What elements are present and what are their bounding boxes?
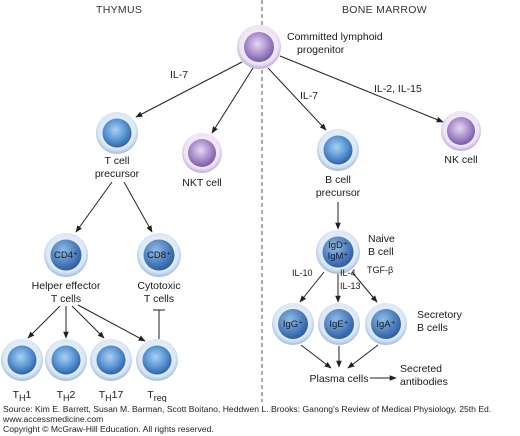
arrow-t-precursor-to-cd4 xyxy=(75,181,113,233)
ige-secretory-cell xyxy=(318,303,360,345)
cd4-helper-cell xyxy=(44,233,88,277)
plasma-cells-label: Plasma cells xyxy=(310,373,369,385)
arrow-helper-to-th17 xyxy=(71,305,105,339)
treg-cell xyxy=(136,339,178,381)
committed-lymphoid-label-line2: progenitor xyxy=(297,44,345,56)
th1-label: TH1 xyxy=(13,389,32,402)
footer-source: Source: Kim E. Barrett, Susan M. Barman,… xyxy=(3,404,492,414)
cytokine-il7-right: IL-7 xyxy=(300,90,318,102)
secreted-antibodies-label-line2: antibodies xyxy=(400,376,448,388)
cytotoxic-label-line1: Cytotoxic xyxy=(137,280,180,292)
arrow-naive-b-to-iga xyxy=(351,271,378,303)
th17-cell xyxy=(90,339,132,381)
secreted-antibodies-label-line1: Secreted xyxy=(400,363,442,375)
cytokine-il7-left: IL-7 xyxy=(170,69,188,81)
nk-cell-label: NK cell xyxy=(444,154,477,166)
cytokine-il13: IL-13 xyxy=(340,281,361,291)
cytokine-il10: IL-10 xyxy=(292,268,313,278)
footer-copyright: Copyright © McGraw-Hill Education. All r… xyxy=(3,424,214,434)
arrow-progenitor-to-b-precursor xyxy=(267,67,327,131)
naive-b-cell xyxy=(316,230,360,274)
region-thymus-label: THYMUS xyxy=(96,4,142,16)
t-cell-precursor-label-line2: precursor xyxy=(95,168,140,180)
cytotoxic-label-line2: T cells xyxy=(144,293,174,305)
committed-lymphoid-label-line1: Committed lymphoid xyxy=(287,31,383,43)
nk-cell xyxy=(441,111,481,151)
arrow-progenitor-to-nk xyxy=(279,55,444,123)
iga-secretory-cell xyxy=(365,303,407,345)
secretory-label-line2: B cells xyxy=(417,322,448,334)
igg-secretory-cell xyxy=(272,303,314,345)
region-bone-marrow-label: BONE MARROW xyxy=(342,4,427,16)
t-cell-precursor-label-line1: T cell xyxy=(105,155,130,167)
arrow-helper-to-treg xyxy=(77,304,146,342)
th1-cell xyxy=(1,339,43,381)
arrow-progenitor-to-nkt xyxy=(211,67,254,134)
arrow-igg-to-plasma xyxy=(300,344,332,369)
nkt-cell-label: NKT cell xyxy=(182,177,221,189)
b-cell-precursor-cell xyxy=(317,129,359,171)
arrow-helper-to-th1 xyxy=(27,305,61,339)
nkt-cell xyxy=(182,133,222,173)
arrow-t-precursor-to-cd8 xyxy=(123,181,153,233)
naive-b-igd-label: IgD⁺ xyxy=(328,240,348,251)
igg-marker-label: IgG⁺ xyxy=(283,319,303,330)
arrow-progenitor-to-t-precursor xyxy=(135,61,243,118)
b-cell-precursor-label-line2: precursor xyxy=(316,187,361,199)
naive-b-label-line2: B cell xyxy=(368,246,394,258)
cytokine-il2-il15: IL-2, IL-15 xyxy=(374,83,422,95)
cd4-marker-label: CD4⁺ xyxy=(54,250,78,261)
naive-b-label-line1: Naive xyxy=(368,233,395,245)
iga-marker-label: IgA⁺ xyxy=(376,319,395,330)
ige-marker-label: IgE⁺ xyxy=(329,319,348,330)
helper-effector-label-line1: Helper effector xyxy=(32,280,101,292)
footer-site: www.accessmedicine.com xyxy=(3,414,104,424)
cd8-marker-label: CD8⁺ xyxy=(147,250,171,261)
arrow-naive-b-to-igg xyxy=(299,271,325,303)
secretory-label-line1: Secretory xyxy=(417,309,463,321)
lymphocyte-development-diagram: THYMUS BONE MARROW Committed lymphoid pr… xyxy=(1,0,481,402)
b-cell-precursor-label-line1: B cell xyxy=(325,174,351,186)
th17-label: TH17 xyxy=(99,389,124,402)
cytokine-tgfb: TGF-β xyxy=(367,265,393,275)
arrow-iga-to-plasma xyxy=(347,344,379,369)
cytokine-il4: IL-4 xyxy=(340,268,356,278)
naive-b-igm-label: IgM⁺ xyxy=(328,251,349,262)
th2-cell xyxy=(45,339,87,381)
treg-label: Treg xyxy=(147,389,166,402)
cd8-cytotoxic-cell xyxy=(137,233,181,277)
committed-lymphoid-progenitor-cell xyxy=(237,25,281,69)
helper-effector-label-line2: T cells xyxy=(51,293,81,305)
t-cell-precursor-cell xyxy=(96,112,138,154)
th2-label: TH2 xyxy=(57,389,76,402)
